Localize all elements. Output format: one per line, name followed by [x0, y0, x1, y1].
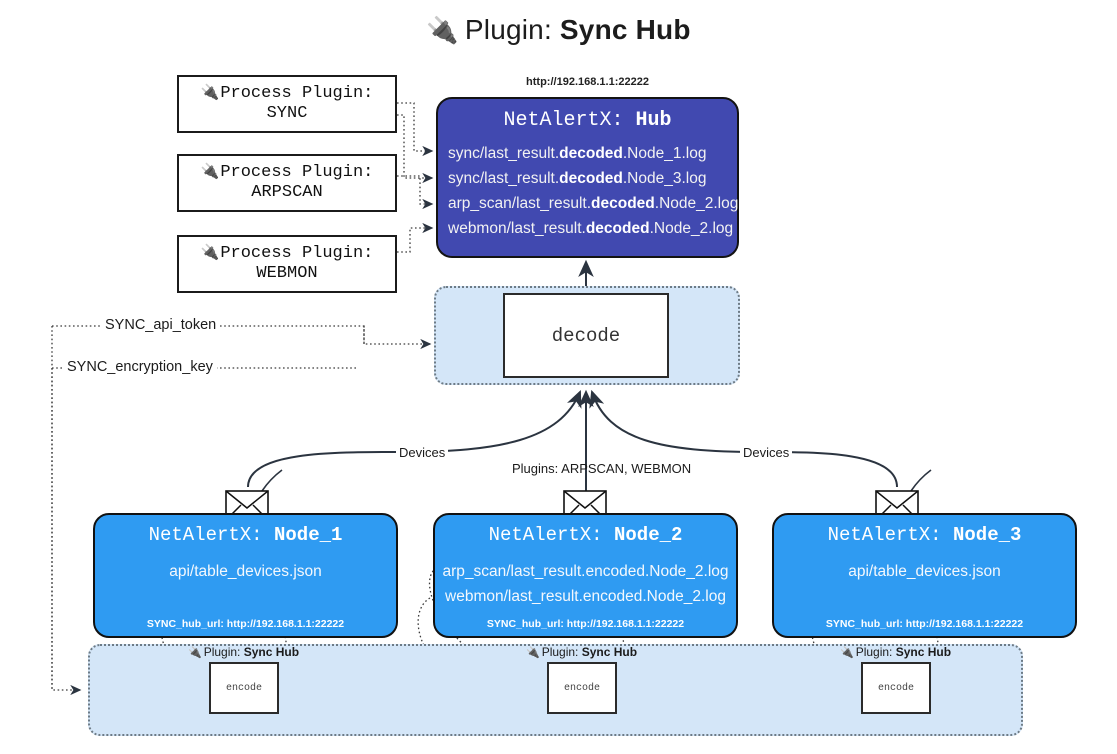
hub-log-line: sync/last_result.decoded.Node_1.log: [448, 145, 707, 162]
node-title: NetAlertX: Node_1: [148, 524, 343, 546]
sync-api-token-label: SYNC_api_token: [101, 317, 221, 333]
encode-box-2[interactable]: encode: [547, 662, 617, 714]
process-plugin-arpscan[interactable]: 🔌Process Plugin: ARPSCAN: [177, 154, 397, 212]
node-payload-line: webmon/last_result.encoded.Node_2.log: [445, 588, 726, 605]
node-payload-line: api/table_devices.json: [848, 563, 1001, 580]
process-plugin-line1: 🔌Process Plugin:: [200, 161, 374, 182]
node-hub-url: SYNC_hub_url: http://192.168.1.1:22222: [146, 618, 345, 630]
process-plugin-line2: WEBMON: [256, 264, 318, 283]
plug-icon: 🔌: [200, 161, 220, 180]
node-payload-list: arp_scan/last_result.encoded.Node_2.log …: [435, 559, 736, 609]
plug-icon: 🔌: [526, 647, 540, 659]
edge-label-devices-left: Devices: [396, 445, 449, 460]
encode-plugin-label-2: 🔌Plugin: Sync Hub: [526, 645, 638, 659]
node-1[interactable]: NetAlertX: Node_1 api/table_devices.json…: [93, 513, 398, 638]
node-payload-line: api/table_devices.json: [169, 563, 322, 580]
node-title: NetAlertX: Node_2: [488, 524, 683, 546]
node-3[interactable]: NetAlertX: Node_3 api/table_devices.json…: [772, 513, 1077, 638]
node-hub-url: SYNC_hub_url: http://192.168.1.1:22222: [825, 618, 1024, 630]
hub-node[interactable]: NetAlertX: Hub sync/last_result.decoded.…: [436, 97, 739, 258]
edge-label-plugins-center: Plugins: ARPSCAN, WEBMON: [512, 461, 692, 476]
node-payload-list: api/table_devices.json: [774, 559, 1075, 584]
node-2[interactable]: NetAlertX: Node_2 arp_scan/last_result.e…: [433, 513, 738, 638]
hub-title: NetAlertX: Hub: [503, 109, 672, 132]
plug-icon: 🔌: [188, 647, 202, 659]
title-name: Sync Hub: [559, 14, 691, 45]
process-plugin-sync[interactable]: 🔌Process Plugin: SYNC: [177, 75, 397, 133]
encode-plugin-label-3: 🔌Plugin: Sync Hub: [840, 645, 952, 659]
process-plugin-line2: SYNC: [266, 104, 308, 123]
node-payload-line: arp_scan/last_result.encoded.Node_2.log: [442, 563, 729, 580]
plug-icon: 🔌: [200, 82, 220, 101]
hub-log-list: sync/last_result.decoded.Node_1.log sync…: [438, 141, 739, 241]
node-hub-url: SYNC_hub_url: http://192.168.1.1:22222: [486, 618, 685, 630]
encode-plugin-label-1: 🔌Plugin: Sync Hub: [188, 645, 300, 659]
node-payload-list: api/table_devices.json: [95, 559, 396, 584]
plug-icon: 🔌: [200, 242, 220, 261]
process-plugin-webmon[interactable]: 🔌Process Plugin: WEBMON: [177, 235, 397, 293]
hub-log-line: webmon/last_result.decoded.Node_2.log: [448, 220, 734, 237]
process-plugin-line1: 🔌Process Plugin:: [200, 242, 374, 263]
encode-box-3[interactable]: encode: [861, 662, 931, 714]
encode-box-1[interactable]: encode: [209, 662, 279, 714]
decode-box[interactable]: decode: [503, 293, 669, 378]
process-plugin-line1: 🔌Process Plugin:: [200, 82, 374, 103]
hub-log-line: sync/last_result.decoded.Node_3.log: [448, 170, 707, 187]
plug-icon: 🔌: [840, 647, 854, 659]
sync-encryption-key-label: SYNC_encryption_key: [63, 359, 217, 375]
node-title: NetAlertX: Node_3: [827, 524, 1022, 546]
plug-icon: 🔌: [426, 15, 459, 45]
edge-label-devices-right: Devices: [740, 445, 793, 460]
process-plugin-line2: ARPSCAN: [251, 183, 323, 202]
title-prefix: Plugin:: [464, 14, 552, 45]
page-title: 🔌Plugin: Sync Hub: [0, 14, 1117, 46]
hub-url-label: http://192.168.1.1:22222: [526, 76, 649, 88]
hub-log-line: arp_scan/last_result.decoded.Node_2.log: [448, 195, 739, 212]
